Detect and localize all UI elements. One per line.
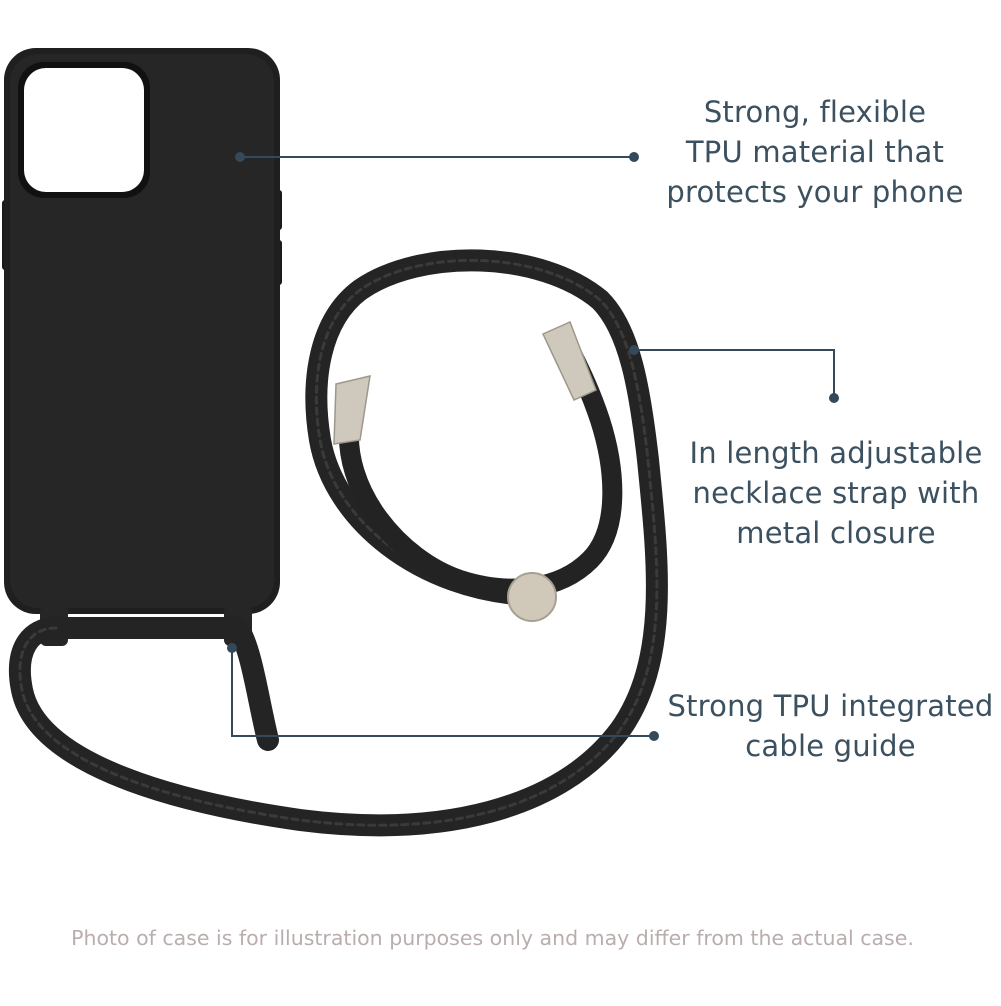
feature-adjustable-strap: In length adjustable necklace strap with… xyxy=(676,433,996,553)
feature-tpu-material: Strong, flexible TPU material that prote… xyxy=(650,92,980,212)
lanyard-cord-highlight xyxy=(18,258,659,827)
disclaimer-text: Photo of case is for illustration purpos… xyxy=(71,926,914,950)
phone-case xyxy=(2,48,282,614)
camera-cutout xyxy=(24,68,144,192)
feature-line: cable guide xyxy=(745,729,916,763)
feature-line: Strong, flexible xyxy=(703,95,927,129)
feature-line: TPU material that xyxy=(685,135,945,169)
feature-line: necklace strap with xyxy=(692,476,980,510)
feature-line: Strong TPU integrated xyxy=(667,689,994,723)
callout-lines xyxy=(231,156,835,737)
adjuster-bead xyxy=(507,572,557,622)
feature-line: metal closure xyxy=(736,516,936,550)
callout-dots xyxy=(227,152,839,741)
necklace-strap xyxy=(338,340,623,599)
feature-line: protects your phone xyxy=(666,175,964,209)
metal-closure xyxy=(333,320,597,622)
feature-line: In length adjustable xyxy=(689,436,983,470)
feature-cable-guide: Strong TPU integrated cable guide xyxy=(660,686,1001,766)
